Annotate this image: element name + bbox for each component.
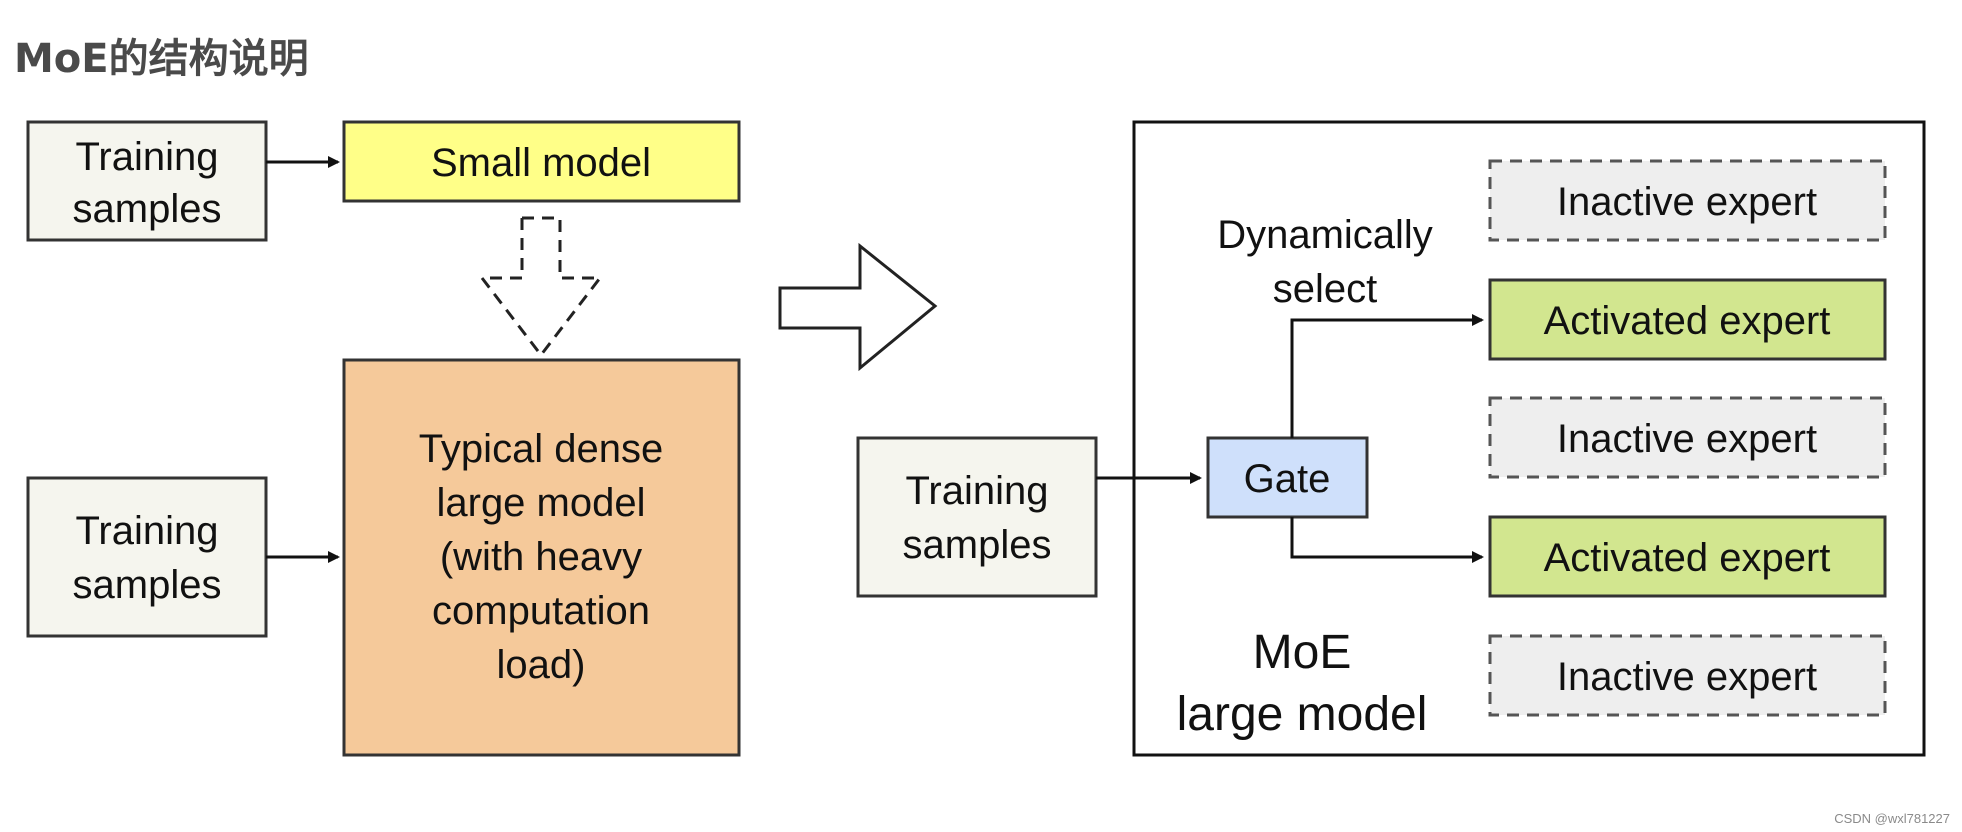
moe-label-line2: large model	[1177, 688, 1428, 741]
expert-4-label: Activated expert	[1544, 536, 1831, 580]
expert-3: Inactive expert	[1488, 396, 1887, 479]
training-samples-right-line1: Training	[905, 469, 1048, 513]
training-samples-box-bottom: Training samples	[26, 476, 268, 638]
page-title: MoE的结构说明	[14, 36, 309, 82]
watermark: CSDN @wxl781227	[1834, 811, 1950, 826]
dense-model-line4: computation	[432, 589, 650, 633]
dynamic-select-line2: select	[1273, 267, 1378, 311]
training-samples-box-top: Training samples	[26, 120, 268, 242]
arrow-gate-to-expert-4	[1290, 517, 1484, 563]
dynamic-select-line1: Dynamically	[1217, 213, 1433, 257]
dashed-down-arrow	[478, 216, 604, 358]
transform-arrow	[778, 242, 938, 372]
small-model-label: Small model	[431, 141, 651, 185]
dense-model-line5: load)	[497, 643, 586, 687]
expert-4: Activated expert	[1488, 515, 1887, 598]
dense-model-line3: (with heavy	[440, 535, 642, 579]
training-samples-bottom-line1: Training	[75, 509, 218, 553]
expert-5-label: Inactive expert	[1557, 655, 1817, 699]
expert-1: Inactive expert	[1488, 159, 1887, 242]
small-model-box: Small model	[342, 120, 741, 203]
training-samples-bottom-line2: samples	[73, 563, 222, 607]
arrow-gate-to-expert-2	[1290, 314, 1484, 438]
dense-model-line1: Typical dense	[419, 427, 664, 471]
gate-label: Gate	[1244, 457, 1331, 501]
gate-box: Gate	[1206, 436, 1369, 519]
expert-5: Inactive expert	[1488, 634, 1887, 717]
training-samples-top-line2: samples	[73, 187, 222, 231]
training-samples-right-line2: samples	[903, 523, 1052, 567]
training-samples-top-line1: Training	[75, 135, 218, 179]
dense-model-box: Typical dense large model (with heavy co…	[342, 358, 741, 757]
expert-2-label: Activated expert	[1544, 299, 1831, 343]
moe-label-line1: MoE	[1253, 626, 1352, 679]
training-samples-box-right: Training samples	[856, 436, 1098, 598]
expert-3-label: Inactive expert	[1557, 417, 1817, 461]
expert-2: Activated expert	[1488, 278, 1887, 361]
dense-model-line2: large model	[436, 481, 645, 525]
expert-1-label: Inactive expert	[1557, 180, 1817, 224]
